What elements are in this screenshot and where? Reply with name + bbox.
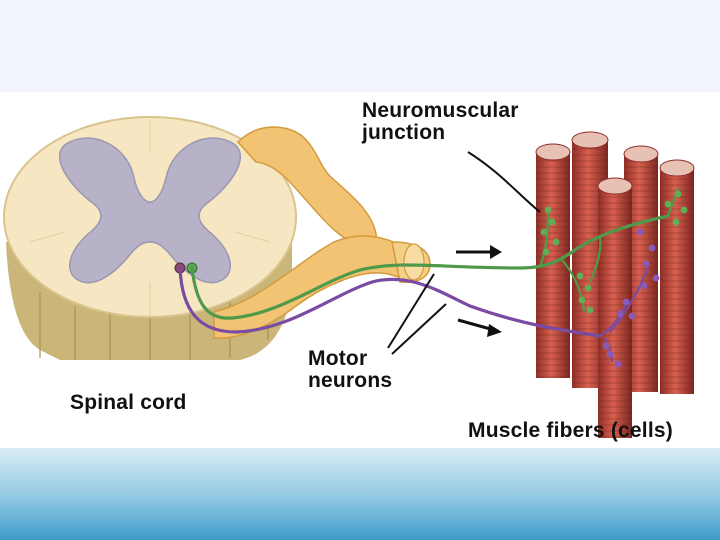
slide-footer-band [0, 448, 720, 540]
spinal-cord [3, 116, 297, 360]
label-line: Neuromuscular [362, 99, 519, 122]
green-motor-neuron-axon [190, 214, 670, 320]
label-line: junction [362, 121, 446, 144]
impulse-arrows [456, 245, 502, 337]
motor-neuron-leader-line [391, 303, 447, 355]
arrow-right-icon [457, 318, 495, 332]
diagram-figure: Neuromuscular junction Motor neurons Spi… [0, 92, 720, 448]
neuromuscular-junction-label: Neuromuscular junction [362, 100, 519, 144]
label-line: Motor [308, 347, 368, 370]
label-leader-lines [387, 151, 541, 355]
motor-neurons-label: Motor neurons [308, 348, 392, 392]
muscle-fibers [535, 131, 695, 438]
green-neuromuscular-junctions [540, 190, 688, 314]
muscle-fibers-label: Muscle fibers (cells) [468, 419, 673, 442]
green-axon-branches [538, 187, 680, 313]
cord-segments [39, 288, 269, 360]
slide-title-area [0, 0, 720, 92]
spinal-cord-label: Spinal cord [70, 391, 187, 414]
purple-motor-neuron-axon [178, 266, 602, 338]
nerve-cut-end [403, 243, 425, 281]
arrowhead-icon [490, 245, 502, 259]
label-line: neurons [308, 369, 393, 392]
diagram-svg [3, 116, 695, 438]
cord-gray-matter [59, 137, 241, 284]
motor-neuron-leader-line [387, 273, 435, 349]
purple-neuromuscular-junctions [602, 228, 660, 368]
dorsal-root-ganglion [236, 126, 378, 248]
arrowhead-icon [487, 324, 502, 337]
purple-axon-branches [599, 267, 650, 363]
junction-leader-line [467, 151, 541, 213]
